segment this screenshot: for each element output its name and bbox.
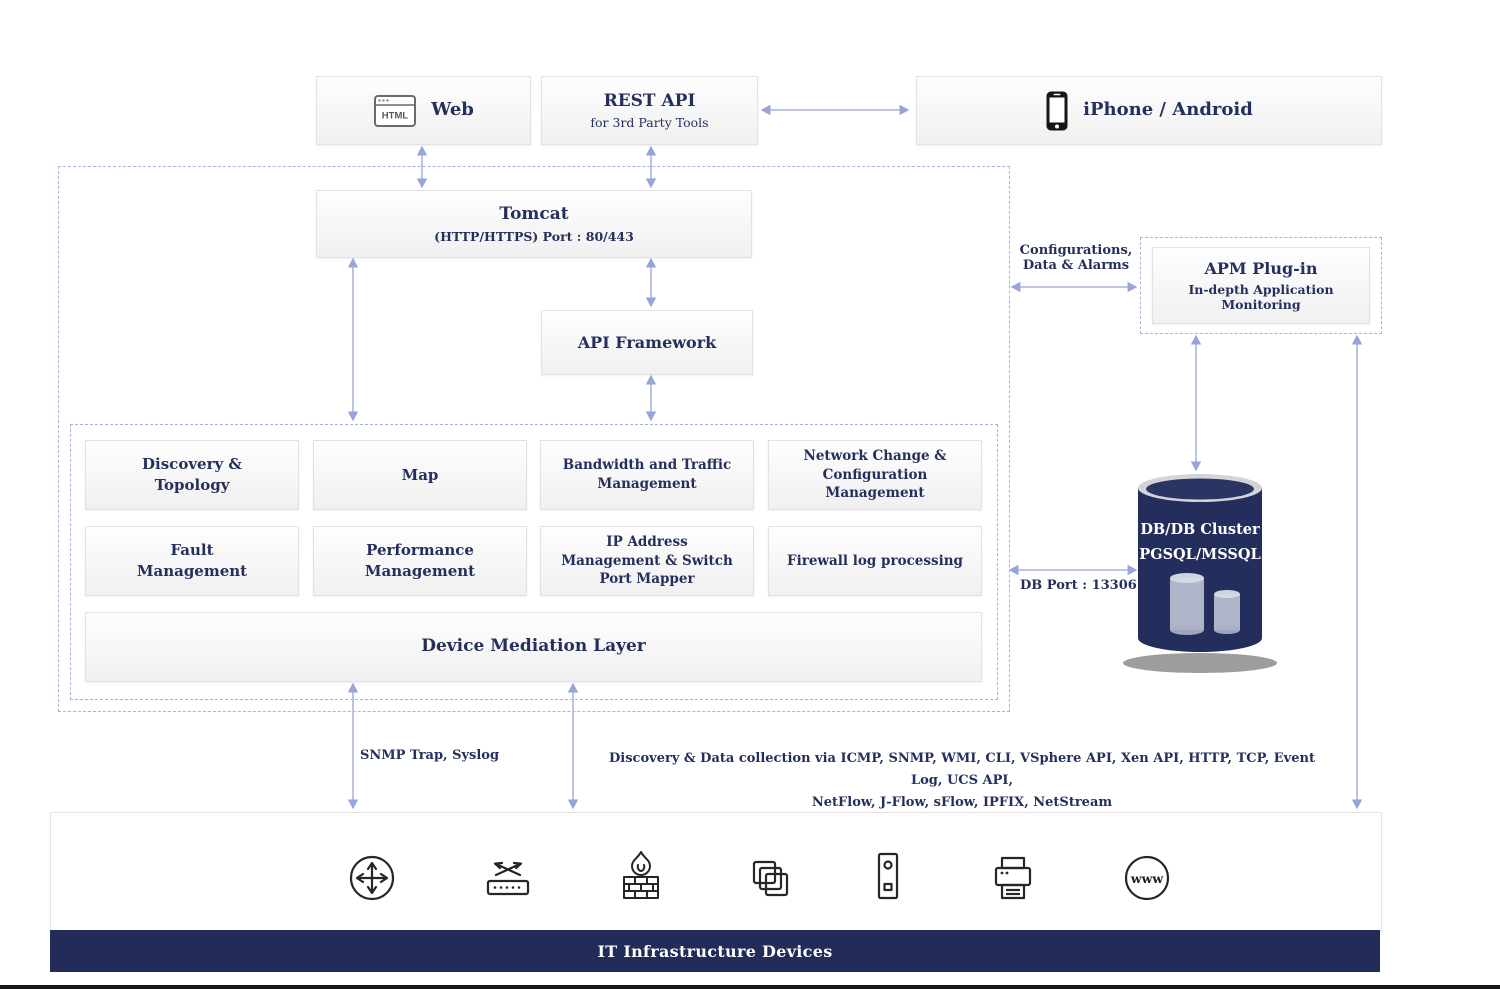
mobile-node: iPhone / Android xyxy=(916,76,1382,145)
db-shadow xyxy=(1123,653,1277,673)
apm-plugin-node: APM Plug-in In-depth Application Monitor… xyxy=(1152,247,1370,324)
module-label: Discovery & Topology xyxy=(142,455,242,494)
module-network-change-config: Network Change & Configuration Managemen… xyxy=(768,440,982,510)
database-cylinder: DB/DB Cluster PGSQL/MSSQL xyxy=(1123,474,1277,673)
db-title: DB/DB Cluster xyxy=(1140,521,1260,538)
db-inner-cylinder xyxy=(1214,594,1240,630)
snmp-trap-syslog-label: SNMP Trap, Syslog xyxy=(360,748,500,763)
rest-api-title: REST API xyxy=(603,90,696,111)
rest-api-node: REST API for 3rd Party Tools xyxy=(541,76,758,145)
html-icon-text: HTML xyxy=(382,110,409,121)
module-label: Fault Management xyxy=(136,541,248,580)
www-icon: www xyxy=(1124,855,1170,901)
db-subtitle: PGSQL/MSSQL xyxy=(1139,546,1260,563)
core-dashed-container xyxy=(58,166,1010,712)
module-label: Firewall log processing xyxy=(787,552,963,569)
module-performance-management: Performance Management xyxy=(313,526,527,596)
rest-api-subtitle: for 3rd Party Tools xyxy=(590,115,709,131)
tomcat-subtitle: (HTTP/HTTPS) Port : 80/443 xyxy=(434,228,634,244)
mediation-label: Device Mediation Layer xyxy=(421,636,646,657)
module-label: IP Address Management & Switch Port Mapp… xyxy=(561,533,733,588)
tomcat-title: Tomcat xyxy=(499,204,569,225)
module-firewall-log: Firewall log processing xyxy=(768,526,982,596)
discovery-collection-label: Discovery & Data collection via ICMP, SN… xyxy=(609,751,1315,811)
server-icon xyxy=(877,852,899,900)
browser-html-icon: HTML xyxy=(374,94,417,127)
apm-subtitle: In-depth Application Monitoring xyxy=(1188,282,1334,312)
virtualization-icon xyxy=(752,860,789,897)
api-framework-label: API Framework xyxy=(577,332,717,352)
module-label: Bandwidth and Traffic Management xyxy=(562,457,732,492)
module-fault-management: Fault Management xyxy=(85,526,299,596)
device-mediation-layer: Device Mediation Layer xyxy=(85,612,982,682)
www-label: www xyxy=(1130,871,1165,886)
it-infrastructure-label: IT Infrastructure Devices xyxy=(597,941,833,961)
module-map: Map xyxy=(313,440,527,510)
module-label: Map xyxy=(401,465,439,484)
web-node: HTML Web xyxy=(316,76,531,145)
apm-title: APM Plug-in xyxy=(1204,259,1318,278)
config-data-alarms-label: Configurations, Data & Alarms xyxy=(1019,243,1133,273)
modules-dashed-container xyxy=(70,424,998,700)
module-discovery-topology: Discovery & Topology xyxy=(85,440,299,510)
firewall-icon xyxy=(623,851,659,899)
tomcat-node: Tomcat (HTTP/HTTPS) Port : 80/443 xyxy=(316,190,752,258)
printer-icon xyxy=(994,856,1032,900)
module-bandwidth-traffic: Bandwidth and Traffic Management xyxy=(540,440,754,510)
apm-dashed-container xyxy=(1140,237,1382,334)
window-bottom-edge xyxy=(0,985,1500,989)
module-label: Network Change & Configuration Managemen… xyxy=(803,447,947,502)
web-label: Web xyxy=(431,99,474,121)
switch-icon xyxy=(486,861,530,896)
db-port-label: DB Port : 13306 xyxy=(1020,578,1137,593)
module-ip-address-switch-port: IP Address Management & Switch Port Mapp… xyxy=(540,526,754,596)
db-inner-cylinder xyxy=(1170,578,1204,630)
it-infrastructure-band: IT Infrastructure Devices xyxy=(50,930,1380,972)
smartphone-icon xyxy=(1046,91,1068,130)
api-framework-node: API Framework xyxy=(541,310,753,375)
mobile-label: iPhone / Android xyxy=(1083,99,1253,121)
devices-box xyxy=(50,812,1382,932)
router-icon xyxy=(349,855,395,901)
module-label: Performance Management xyxy=(364,541,476,580)
